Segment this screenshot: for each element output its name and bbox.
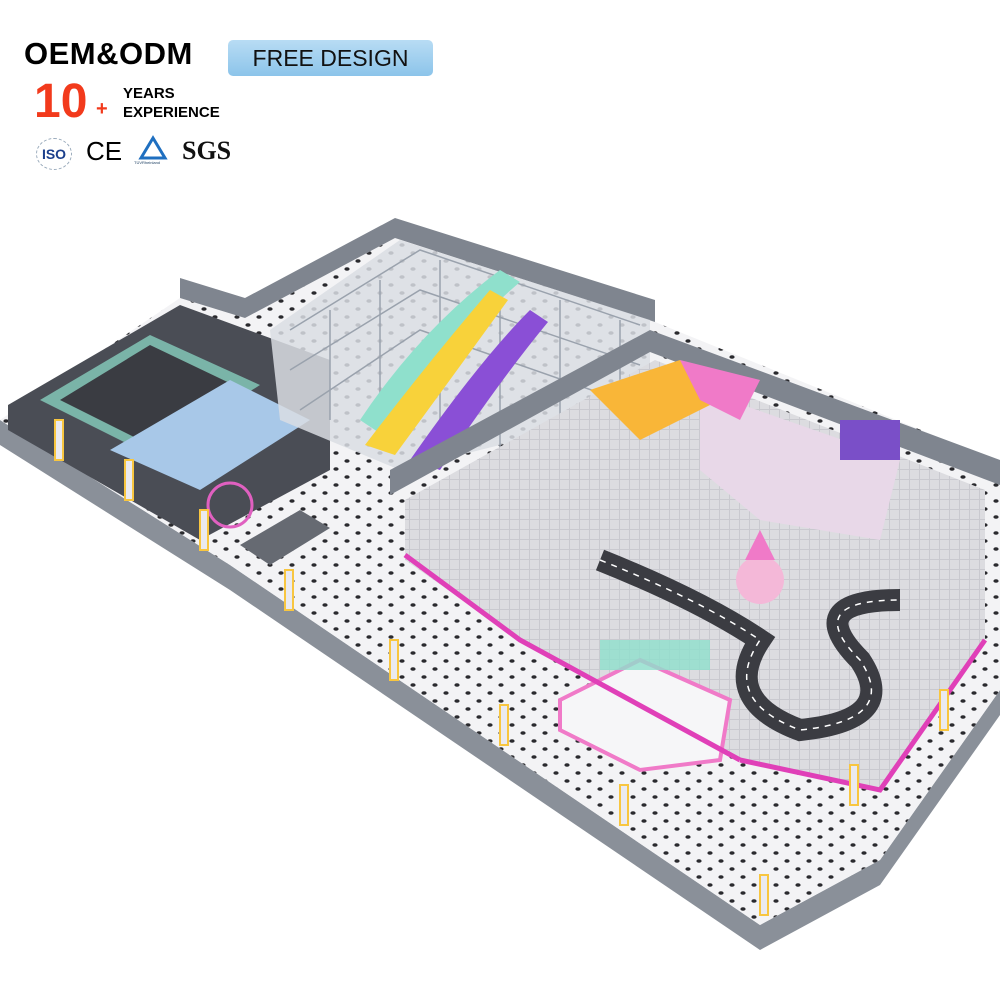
oem-odm-label: OEM&ODM [24,36,193,71]
ce-logo-icon: CE [86,136,123,166]
years-number: 10 [34,75,88,128]
house-structure [590,360,720,440]
years-label-2: EXPERIENCE [123,104,220,121]
back-wall [180,218,655,322]
purple-slide [410,310,548,470]
free-design-badge: FREE DESIGN [228,40,433,76]
tuv-logo-icon [138,135,168,160]
years-plus: + [96,98,108,120]
yellow-slide [365,290,508,455]
ball-pit [700,390,900,540]
carousel [736,556,784,604]
sgs-logo-icon: SGS [182,136,232,165]
years-label-1: YEARS [123,85,175,102]
spinner-disc [206,481,254,529]
ball-launcher [840,420,900,460]
tuv-logo-text: TÜVRheinland [134,160,161,165]
divider-wall [390,330,1000,495]
iso-logo-icon: ISO [36,138,72,170]
years-experience-label: YEARS EXPERIENCE [123,84,220,122]
stairs [240,510,330,565]
